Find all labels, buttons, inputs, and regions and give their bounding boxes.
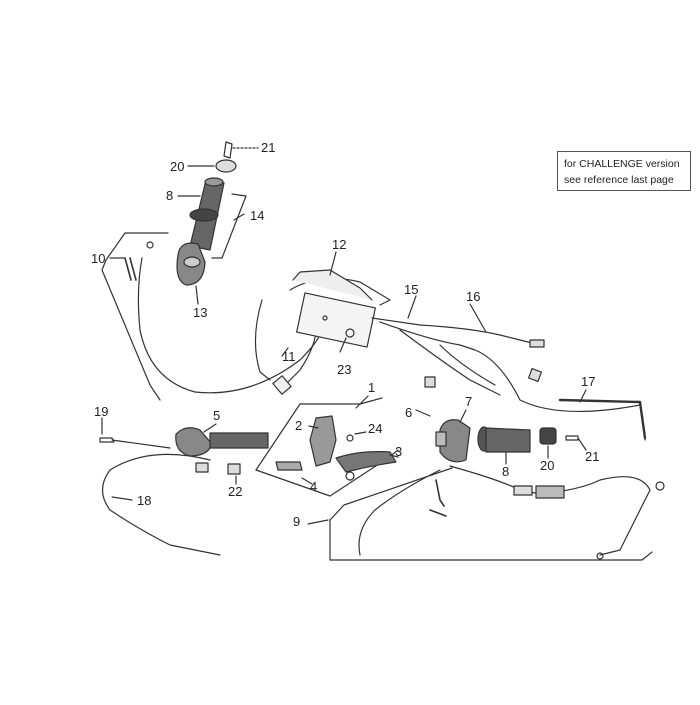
- callout-18: 18: [137, 493, 151, 508]
- callout-22: 22: [228, 484, 242, 499]
- cable-bracket-10: [101, 232, 324, 401]
- callout-5: 5: [213, 408, 220, 423]
- callout-4: 4: [310, 479, 317, 494]
- callout-7: 7: [465, 394, 472, 409]
- callout-14: 14: [250, 208, 264, 223]
- callout-8: 8: [166, 188, 173, 203]
- right-switch-grip: [415, 409, 587, 465]
- left-grip-assembly: [99, 417, 269, 556]
- callout-1: 1: [368, 380, 375, 395]
- callout-17: 17: [581, 374, 595, 389]
- callout-6: 6: [405, 405, 412, 420]
- note-line-2: see reference last page: [564, 174, 674, 186]
- challenge-version-note: for CHALLENGE version see reference last…: [557, 151, 691, 191]
- callout-3: 3: [395, 444, 402, 459]
- callout-15: 15: [404, 282, 418, 297]
- callout-20: 20: [170, 159, 184, 174]
- switch-wiring: [254, 251, 391, 395]
- callout-9: 9: [293, 514, 300, 529]
- callout-13: 13: [193, 305, 207, 320]
- control-cables-right: [371, 295, 647, 441]
- callout-24: 24: [368, 421, 382, 436]
- callout-23: 23: [337, 362, 351, 377]
- note-line-1: for CHALLENGE version: [564, 158, 680, 170]
- callout-20b: 20: [540, 458, 554, 473]
- callout-16: 16: [466, 289, 480, 304]
- callout-8b: 8: [502, 464, 509, 479]
- callout-19: 19: [94, 404, 108, 419]
- throttle-grip-assembly: [176, 141, 259, 305]
- clutch-lever-group: [255, 395, 399, 497]
- lower-cable-assembly: [307, 465, 665, 561]
- callout-21b: 21: [585, 449, 599, 464]
- callout-12: 12: [332, 237, 346, 252]
- callout-21: 21: [261, 140, 275, 155]
- callout-10: 10: [91, 251, 105, 266]
- callout-labels: 21 20 8 14 10 13 12 15 16 11 23 17 1 19 …: [91, 140, 599, 529]
- callout-11: 11: [282, 349, 296, 364]
- callout-2: 2: [295, 418, 302, 433]
